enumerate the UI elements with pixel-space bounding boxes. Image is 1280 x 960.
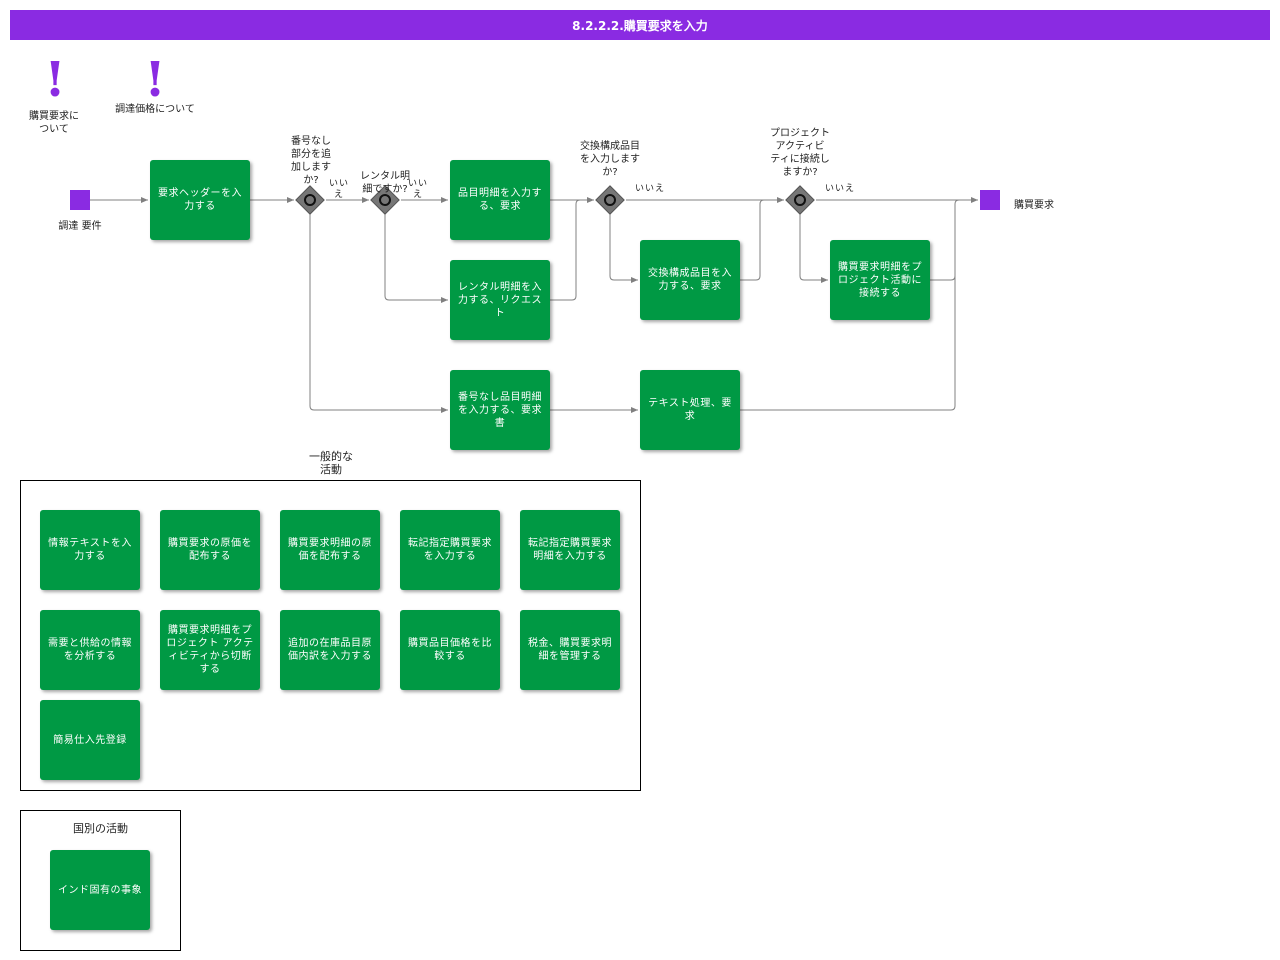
- gateway-g2: [370, 185, 400, 215]
- gateway-g1-label: 番号なし 部分を追 加します か?: [291, 136, 331, 186]
- general-task[interactable]: 簡易仕入先登録: [40, 700, 140, 780]
- flow-text-to-end: [740, 204, 956, 411]
- gateway-g3-label: 交換構成品目 を入力します か?: [580, 141, 640, 178]
- task-connect-project-activity[interactable]: 購買要求明細をプロジェクト活動に接続する: [830, 240, 930, 320]
- gateway-g4: [785, 185, 815, 215]
- country-activities-label: 国別の活動: [73, 822, 128, 835]
- general-task[interactable]: 購買要求の原価を配布する: [160, 510, 260, 590]
- general-activities-group: [20, 480, 641, 791]
- general-task[interactable]: 需要と供給の情報を分析する: [40, 610, 140, 690]
- flow-g4-to-connect: [799, 214, 828, 283]
- flow-g2-to-rental: [384, 214, 448, 303]
- task-enter-replacement-component[interactable]: 交換構成品目を入力する、要求: [640, 240, 740, 320]
- task-enter-rental-line[interactable]: レンタル明細を入力する、リクエスト: [450, 260, 550, 340]
- gateway-g4-label: プロジェクト アクティビ ティに接続し ますか?: [770, 128, 830, 178]
- general-task[interactable]: 追加の在庫品目原価内訳を入力する: [280, 610, 380, 690]
- gateway-g3: [595, 185, 625, 215]
- edge-label-g2-no: いい え: [407, 179, 428, 200]
- general-task[interactable]: 情報テキストを入力する: [40, 510, 140, 590]
- general-task[interactable]: 購買品目価格を比較する: [400, 610, 500, 690]
- general-activities-label: 一般的な 活動: [309, 450, 353, 476]
- flow-g3-to-replacement: [609, 214, 638, 283]
- note-label-purchase-request: 購買要求に ついて: [29, 111, 79, 135]
- task-text-processing[interactable]: テキスト処理、要求: [640, 370, 740, 450]
- end-event-label: 購買要求: [1014, 200, 1054, 211]
- country-task[interactable]: インド固有の事象: [50, 850, 150, 930]
- flow-rental-to-g3: [550, 199, 581, 301]
- start-event[interactable]: [70, 190, 90, 210]
- general-task[interactable]: 購買要求明細をプロジェクト アクティビティから切断する: [160, 610, 260, 690]
- edge-label-g4-no: いいえ: [824, 184, 855, 194]
- general-task[interactable]: 転記指定購買要求を入力する: [400, 510, 500, 590]
- general-task[interactable]: 税金、購買要求明細を管理する: [520, 610, 620, 690]
- country-activities-group: [20, 810, 181, 951]
- general-task[interactable]: 転記指定購買要求明細を入力する: [520, 510, 620, 590]
- general-task[interactable]: 購買要求明細の原価を配布する: [280, 510, 380, 590]
- task-enter-header[interactable]: 要求ヘッダーを入力する: [150, 160, 250, 240]
- end-event[interactable]: [980, 190, 1000, 210]
- edge-label-g3-no: いいえ: [634, 184, 665, 194]
- gateway-g1: [295, 185, 325, 215]
- task-enter-item-line[interactable]: 品目明細を入力する、要求: [450, 160, 550, 240]
- flow-g1-to-nonnumbered: [309, 214, 448, 413]
- exclamation-icon[interactable]: !: [44, 52, 66, 108]
- flow-replacement-to-g4: [740, 199, 765, 281]
- exclamation-icon[interactable]: !: [144, 52, 166, 108]
- task-enter-non-numbered-line[interactable]: 番号なし品目明細を入力する、要求書: [450, 370, 550, 450]
- gateway-g2-label: レンタル明 細ですか?: [360, 171, 410, 195]
- start-event-label: 調達 要件: [58, 221, 102, 232]
- note-label-procurement-price: 調達価格について: [115, 104, 195, 115]
- diagram-title: 8.2.2.2.購買要求を入力: [10, 10, 1270, 40]
- edge-label-g1-no: いい え: [328, 179, 349, 200]
